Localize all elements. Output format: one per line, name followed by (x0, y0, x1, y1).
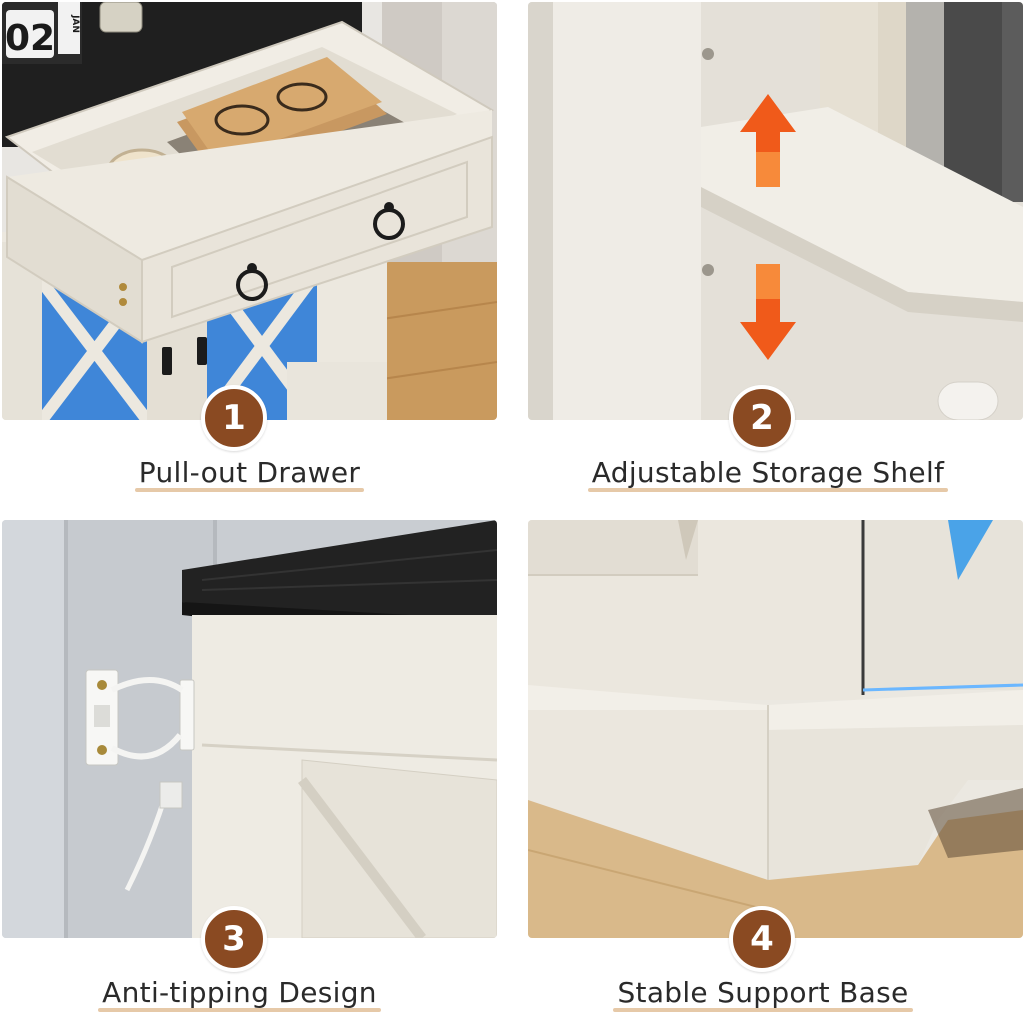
feature-number-badge-4: 4 (729, 906, 795, 972)
shelf-photo (528, 2, 1023, 420)
feature-title-4: Stable Support Base (613, 976, 913, 1012)
shelf-photo-panel (528, 2, 1023, 420)
feature-title-1: Pull-out Drawer (134, 456, 365, 492)
feature-number-badge-2: 2 (729, 385, 795, 451)
feature-title-2: Adjustable Storage Shelf (587, 456, 949, 492)
calendar-month: JAN (70, 14, 80, 33)
base-photo (528, 520, 1023, 938)
base-photo-panel (528, 520, 1023, 938)
wall-strap-icon (85, 669, 195, 892)
anti-tip-photo (2, 520, 497, 938)
feature-caption-4: Stable Support Base (528, 976, 998, 1012)
calendar-day: 02 (5, 18, 55, 59)
desk-calendar: 02 JAN (2, 2, 82, 64)
feature-number-badge-3: 3 (201, 906, 267, 972)
feature-caption-1: Pull-out Drawer (2, 456, 497, 492)
up-down-arrow-icon (740, 94, 796, 360)
feature-title-3: Anti-tipping Design (98, 976, 381, 1012)
drawer-photo-panel: 02 JAN (2, 2, 497, 420)
feature-caption-3: Anti-tipping Design (2, 976, 477, 1012)
ring-pull-handle-icon (236, 202, 405, 301)
feature-number-badge-1: 1 (201, 385, 267, 451)
anti-tip-photo-panel (2, 520, 497, 938)
feature-caption-2: Adjustable Storage Shelf (512, 456, 1024, 492)
drawer-photo: 02 JAN (2, 2, 497, 420)
